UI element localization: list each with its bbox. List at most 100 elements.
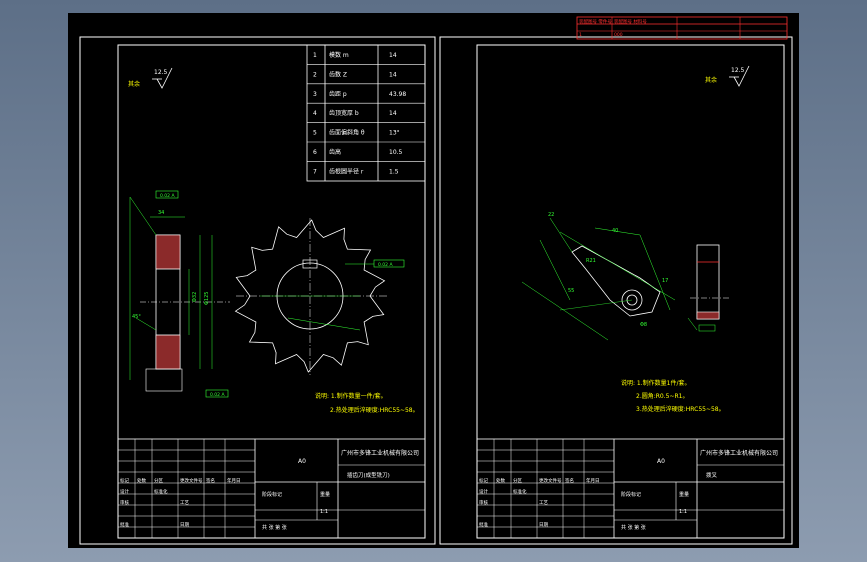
lt-design: 设计 bbox=[120, 488, 129, 495]
left-roughness-value: 12.5 bbox=[154, 69, 168, 76]
fork-bore-outer bbox=[621, 289, 643, 311]
right-scale: 1:1 bbox=[679, 509, 687, 515]
left-company: 广州市多锋工业机械有限公司 bbox=[341, 449, 419, 457]
rt-mark: 标记 bbox=[479, 477, 488, 484]
lt-zone: 分区 bbox=[154, 477, 163, 484]
param-name-3: 齿距 p bbox=[329, 90, 347, 98]
param-no-3: 3 bbox=[313, 91, 317, 98]
rt-review: 审核 bbox=[479, 499, 488, 506]
param-name-5: 齿面偏斜角 θ bbox=[329, 129, 365, 137]
param-value-5: 13° bbox=[389, 130, 400, 137]
fork-dim-2: R21 bbox=[586, 258, 596, 264]
dim-diameter: Φ125 bbox=[204, 292, 210, 305]
fork-bore-inner bbox=[626, 294, 638, 306]
lt-craft: 工艺 bbox=[180, 500, 189, 506]
lt-sign: 签名 bbox=[206, 477, 215, 484]
side-section-view: 34 Φ125 Φ32 45° 0.02 A 0.02 A bbox=[129, 190, 230, 398]
left-part-name: 插齿刀(成型铣刀) bbox=[347, 471, 390, 479]
left-sheet-label: 共 张 第 张 bbox=[262, 524, 287, 531]
fork-side-view bbox=[687, 244, 730, 332]
tolerance-right-value: 0.02 A bbox=[378, 262, 393, 268]
rt-sign: 签名 bbox=[565, 477, 574, 484]
right-inner-frame bbox=[476, 44, 785, 539]
rt-approve-date: 日期 bbox=[539, 522, 548, 528]
rt-approve: 批准 bbox=[479, 521, 488, 528]
left-note-2: 2.热处理后淬硬度:HRC55~58。 bbox=[330, 406, 419, 414]
lt-approve-date: 日期 bbox=[180, 522, 189, 528]
dim-bore: Φ32 bbox=[192, 292, 198, 302]
param-value-2: 14 bbox=[389, 71, 397, 78]
right-part-name: 拨叉 bbox=[706, 471, 718, 479]
fork-side-hatch bbox=[696, 311, 720, 320]
lt-date: 年月日 bbox=[227, 477, 241, 484]
param-value-3: 43.98 bbox=[389, 91, 406, 98]
rt-change: 更改文件号 bbox=[539, 477, 562, 484]
left-roughness-label: 其余 bbox=[128, 80, 140, 88]
dim-angle: 45° bbox=[132, 314, 141, 320]
param-value-4: 14 bbox=[389, 110, 397, 117]
rt-date: 年月日 bbox=[586, 477, 600, 484]
rt-count: 处数 bbox=[496, 477, 505, 484]
fork-dim-6: 17 bbox=[662, 278, 668, 284]
cutter-front-view: 0.02 A bbox=[234, 218, 405, 375]
right-note-3: 3.热处理后淬硬度:HRC55~58。 bbox=[636, 405, 725, 413]
left-inner-frame bbox=[117, 44, 426, 539]
fork-dim-1: 22 bbox=[548, 212, 554, 218]
fork-body bbox=[571, 245, 661, 317]
tolerance-bottom-value: 0.02 A bbox=[210, 392, 225, 398]
param-value-6: 10.5 bbox=[389, 149, 403, 156]
param-name-7: 齿根圆半径 r bbox=[329, 167, 364, 175]
tolerance-frame-bottom bbox=[205, 389, 229, 398]
rt-zone: 分区 bbox=[513, 477, 522, 484]
param-no-2: 2 bbox=[313, 71, 317, 78]
left-outer-frame bbox=[79, 36, 436, 545]
param-no-4: 4 bbox=[313, 110, 317, 117]
right-weight-label: 重量 bbox=[679, 491, 689, 498]
stamp-value-2: 000 bbox=[614, 32, 623, 38]
right-note-2: 2.圆角:R0.5~R1。 bbox=[636, 392, 688, 400]
tolerance-frame-top bbox=[155, 190, 179, 199]
stamp-label-2: 装配图号 材料号 bbox=[614, 18, 647, 25]
param-no-6: 6 bbox=[313, 149, 317, 156]
right-note-1: 说明: 1.制作数量1件/套。 bbox=[621, 379, 691, 387]
lt-change: 更改文件号 bbox=[180, 477, 203, 484]
lt-review: 审核 bbox=[120, 499, 129, 506]
rt-design: 设计 bbox=[479, 488, 488, 495]
rt-craft: 工艺 bbox=[539, 500, 548, 506]
param-name-2: 齿数 Z bbox=[329, 70, 347, 78]
right-outer-frame bbox=[439, 36, 793, 545]
lt-standard: 标准化 bbox=[154, 488, 168, 495]
lt-count: 处数 bbox=[137, 477, 146, 484]
fork-dim-3: 40 bbox=[612, 228, 618, 234]
lt-mark: 标记 bbox=[120, 477, 129, 484]
left-stage-label: 阶段标记 bbox=[262, 491, 282, 498]
drawing-sheet bbox=[68, 13, 799, 548]
fork-part-view: 22 R21 40 Φ8 55 17 bbox=[521, 212, 676, 341]
top-stamp: 装配图号 零件号 装配图号 材料号 1 000 bbox=[576, 16, 788, 40]
fork-dim-5: 55 bbox=[568, 288, 574, 294]
left-note-1: 说明: 1.制作数量一件/套。 bbox=[315, 392, 387, 400]
param-name-1: 模数 m bbox=[329, 51, 349, 59]
param-no-1: 1 bbox=[313, 52, 317, 59]
lt-approve: 批准 bbox=[120, 521, 129, 528]
left-scale: 1:1 bbox=[320, 509, 328, 515]
right-stage-label: 阶段标记 bbox=[621, 491, 641, 498]
param-no-5: 5 bbox=[313, 130, 317, 137]
left-weight-label: 重量 bbox=[320, 491, 330, 498]
param-no-7: 7 bbox=[313, 168, 317, 175]
param-value-1: 14 bbox=[389, 52, 397, 59]
param-value-7: 1.5 bbox=[389, 168, 399, 175]
right-sheet-label: 共 张 第 张 bbox=[621, 524, 646, 531]
right-roughness-value: 12.5 bbox=[731, 67, 745, 74]
section-hatch-top bbox=[155, 234, 181, 270]
stamp-label-1: 装配图号 零件号 bbox=[579, 18, 612, 25]
stamp-value-1: 1 bbox=[579, 32, 582, 38]
left-title-block: A0 广州市多锋工业机械有限公司 插齿刀(成型铣刀) 阶段标记 重量 1:1 共… bbox=[117, 438, 426, 539]
right-drawing-no: A0 bbox=[657, 458, 665, 465]
right-roughness-label: 其余 bbox=[705, 76, 717, 84]
fork-dim-4: Φ8 bbox=[640, 322, 647, 328]
right-roughness-symbol: 其余 12.5 bbox=[705, 65, 750, 87]
param-name-6: 齿高 bbox=[329, 148, 341, 156]
rt-standard: 标准化 bbox=[513, 488, 527, 495]
